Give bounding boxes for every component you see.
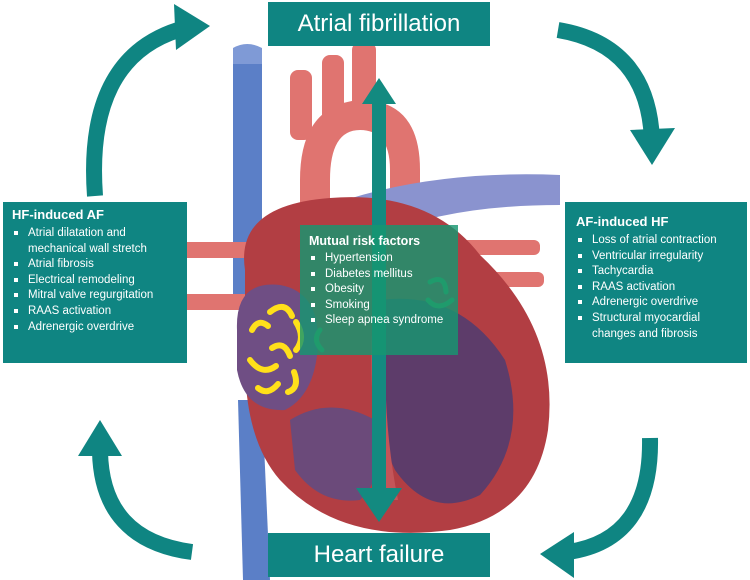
arrow-bottom-to-left — [92, 451, 194, 560]
arrow-top-to-right — [556, 22, 660, 141]
list-item: Obesity — [309, 282, 452, 298]
arrowhead-top-left — [174, 4, 210, 50]
mechanism-list: Atrial dilatation and mechanical wall st… — [12, 226, 181, 335]
panel-title: HF-induced AF — [12, 207, 104, 222]
mutual-risk-factors-panel: Mutual risk factors Hypertension Diabete… — [300, 225, 458, 355]
list-item: Atrial fibrosis — [12, 257, 181, 273]
list-item: Atrial dilatation and mechanical wall st… — [12, 226, 181, 257]
mechanism-list: Loss of atrial contraction Ventricular i… — [576, 233, 743, 342]
arrowhead-bottom-right — [540, 532, 574, 578]
heart-failure-box: Heart failure — [268, 533, 490, 577]
arrow-left-to-top — [86, 22, 181, 197]
curved-arrow-icon — [86, 22, 660, 560]
list-item: Adrenergic overdrive — [12, 320, 181, 336]
list-item: Diabetes mellitus — [309, 267, 452, 283]
af-induced-hf-panel: AF-induced HF Loss of atrial contraction… — [565, 202, 747, 363]
list-item: Smoking — [309, 298, 452, 314]
list-item: Hypertension — [309, 251, 452, 267]
right-ventricle — [290, 407, 380, 501]
list-item: Structural myocardial changes and fibros… — [576, 311, 743, 342]
hf-induced-af-panel: HF-induced AF Atrial dilatation and mech… — [3, 202, 187, 363]
list-item: Sleep apnea syndrome — [309, 313, 452, 329]
arrowhead-top-right — [630, 128, 675, 165]
list-item: Loss of atrial contraction — [576, 233, 743, 249]
atrial-signal-icons — [247, 303, 304, 395]
list-item: Electrical remodeling — [12, 273, 181, 289]
list-item: RAAS activation — [12, 304, 181, 320]
list-item: Tachycardia — [576, 264, 743, 280]
arrowhead-bottom-left — [78, 420, 122, 456]
panel-title: Mutual risk factors — [309, 234, 421, 248]
list-item: RAAS activation — [576, 280, 743, 296]
risk-factor-list: Hypertension Diabetes mellitus Obesity S… — [309, 251, 452, 329]
list-item: Adrenergic overdrive — [576, 295, 743, 311]
atrial-fibrillation-box: Atrial fibrillation — [268, 2, 490, 46]
list-item: Mitral valve regurgitation — [12, 288, 181, 304]
arrow-right-to-bottom — [566, 437, 659, 560]
list-item: Ventricular irregularity — [576, 249, 743, 265]
panel-title: AF-induced HF — [576, 214, 669, 229]
